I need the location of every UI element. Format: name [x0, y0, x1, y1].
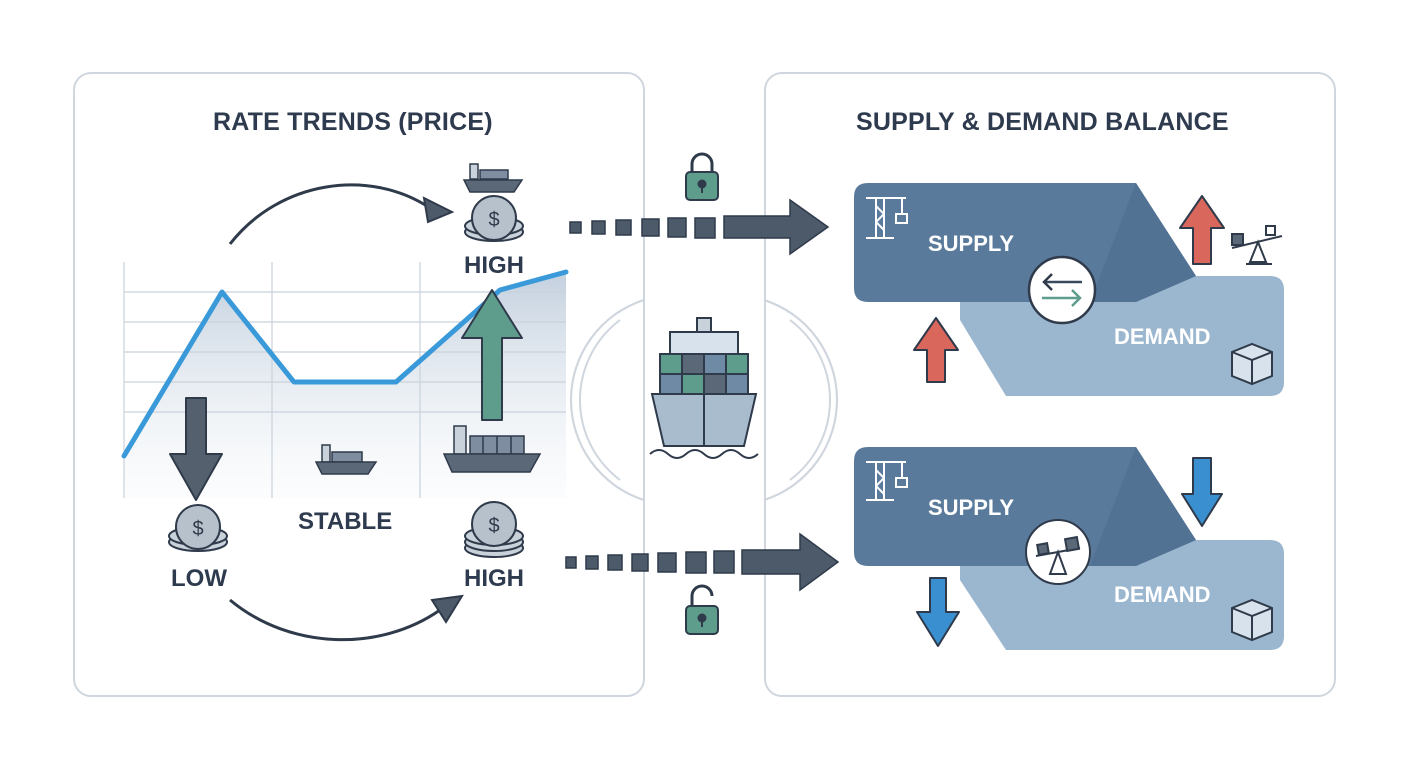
curved-arrow-bottom-head [430, 594, 464, 624]
up-arrow-high [461, 289, 523, 421]
swap-icon [1027, 255, 1097, 325]
dashed-arrow-top [569, 198, 830, 256]
red-up-arrow-left [913, 317, 959, 383]
curved-arrow-bottom [229, 598, 441, 642]
crane-icon [866, 197, 908, 239]
coin-stack-icon-high-bottom: $ [464, 501, 524, 558]
supply-demand-title: SUPPLY & DEMAND BALANCE [856, 108, 1229, 136]
curved-arrow-top [228, 183, 431, 245]
unlock-icon [685, 584, 719, 635]
coin-stack-icon-low: $ [168, 504, 228, 552]
label-low: LOW [171, 565, 227, 592]
demand-label-bottom: DEMAND [1114, 582, 1211, 607]
dashed-arrow-bottom [565, 532, 840, 592]
coin-stack-icon-high-top: $ [464, 195, 524, 242]
trend-line [121, 269, 569, 459]
curved-arrow-top-head [422, 196, 455, 224]
container-ship-icon [649, 317, 759, 459]
rate-trends-title: RATE TRENDS (PRICE) [213, 108, 493, 136]
label-stable: STABLE [298, 508, 393, 535]
box-icon-bottom [1231, 598, 1273, 642]
label-high-bottom: HIGH [464, 565, 524, 592]
supply-label-top: SUPPLY [928, 231, 1015, 256]
svg-text:$: $ [488, 515, 499, 537]
box-icon [1231, 342, 1273, 386]
ship-icon-stable [314, 444, 378, 475]
down-arrow-low [169, 397, 223, 501]
demand-label-top: DEMAND [1114, 324, 1211, 349]
blue-down-arrow-left [916, 577, 960, 647]
svg-text:$: $ [192, 518, 203, 540]
blue-down-arrow-right [1181, 457, 1223, 527]
ship-icon-high [442, 425, 542, 473]
svg-text:$: $ [488, 209, 499, 231]
red-up-arrow-right [1179, 195, 1225, 265]
lock-icon [685, 152, 719, 201]
ship-icon-top [462, 163, 524, 193]
crane-icon-bottom [866, 461, 908, 501]
balance-scale-icon-bottom [1025, 519, 1091, 585]
supply-label-bottom: SUPPLY [928, 495, 1015, 520]
balance-scale-icon [1231, 225, 1283, 265]
label-high-top: HIGH [464, 252, 524, 279]
